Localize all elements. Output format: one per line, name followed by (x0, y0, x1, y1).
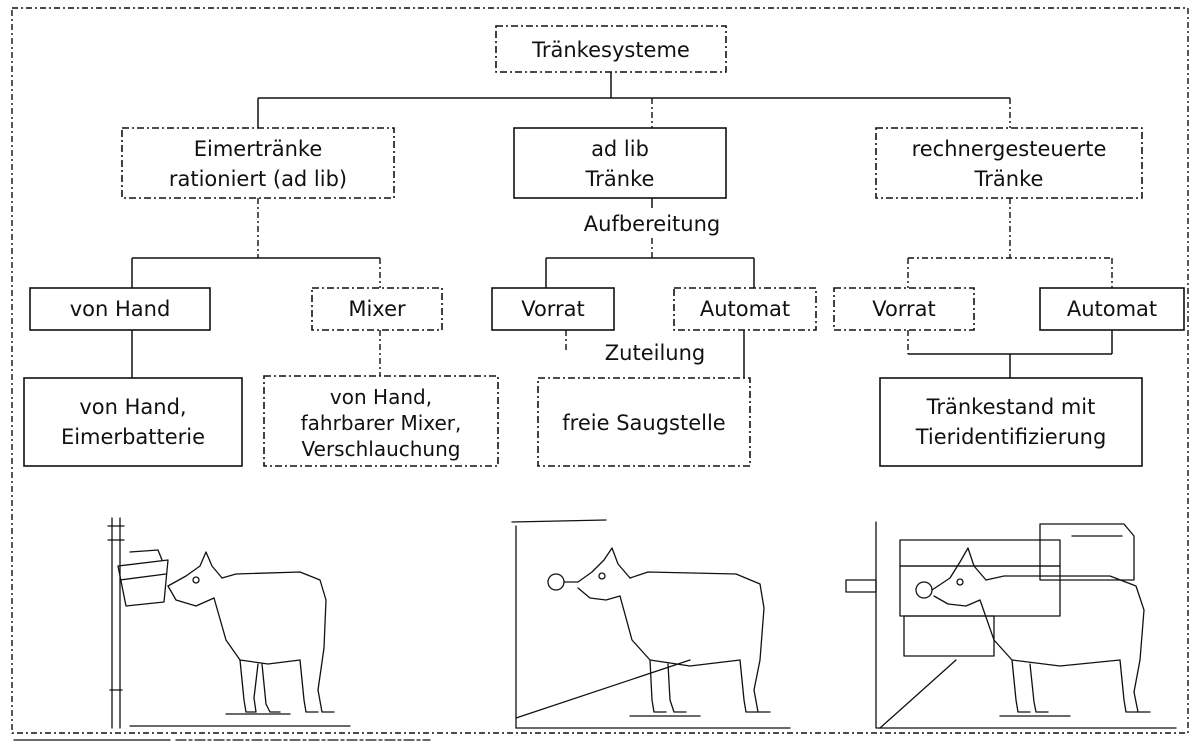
adlib-detail-label: freie Saugstelle (562, 411, 725, 435)
computer-detail-line2: Tieridentifizierung (915, 425, 1107, 449)
adlib-automat-node: Automat (673, 287, 817, 331)
bucket-sub-connectors (131, 330, 381, 378)
adlib-automat-label: Automat (700, 297, 790, 321)
by-hand-node: von Hand (29, 287, 211, 331)
mixer-detail-line1: von Hand, (330, 385, 432, 409)
calf-bucket-illustration (107, 517, 351, 729)
bucket-feeding-node: Eimertränke rationiert (ad lib) (121, 127, 395, 199)
preparation-label: Aufbereitung (584, 212, 720, 236)
mixer-node: Mixer (311, 287, 443, 331)
by-hand-detail-line2: Eimerbatterie (61, 425, 205, 449)
allocation-connectors (565, 330, 745, 378)
by-hand-detail-line1: von Hand, (79, 395, 186, 419)
mixer-detail-line2: fahrbarer Mixer, (301, 411, 462, 435)
calf-teat-illustration (511, 519, 791, 729)
adlib-connectors (545, 198, 755, 288)
computer-title-line1: rechnergesteuerte (912, 137, 1107, 161)
bucket-title-line2: rationiert (ad lib) (169, 167, 347, 191)
allocation-label: Zuteilung (605, 341, 705, 365)
computer-stock-node: Vorrat (833, 287, 975, 331)
computer-detail-node: Tränkestand mit Tieridentifizierung (879, 377, 1143, 467)
adlib-title-line1: ad lib (591, 137, 649, 161)
adlib-stock-label: Vorrat (521, 297, 585, 321)
by-hand-detail-node: von Hand, Eimerbatterie (23, 377, 243, 467)
computer-connectors (907, 198, 1113, 288)
adlib-node: ad lib Tränke (513, 127, 727, 199)
mixer-label: Mixer (348, 297, 406, 321)
adlib-detail-node: freie Saugstelle (537, 377, 751, 467)
calf-stand-illustration (845, 521, 1177, 729)
root-connectors (257, 72, 1011, 128)
bucket-title-line1: Eimertränke (194, 137, 323, 161)
computer-automat-label: Automat (1067, 297, 1157, 321)
computer-stock-label: Vorrat (872, 297, 936, 321)
mixer-detail-line3: Verschlauchung (302, 437, 461, 461)
by-hand-label: von Hand (70, 297, 171, 321)
outer-frame (11, 7, 1189, 734)
root-node: Tränkesysteme (495, 25, 727, 73)
computer-automat-node: Automat (1039, 287, 1185, 331)
computer-merge-connectors (907, 330, 1113, 378)
adlib-title-line2: Tränke (585, 167, 655, 191)
computer-node: rechnergesteuerte Tränke (875, 127, 1143, 199)
bucket-connectors (131, 198, 381, 288)
mixer-detail-node: von Hand, fahrbarer Mixer, Verschlauchun… (263, 375, 499, 467)
computer-title-line2: Tränke (974, 167, 1044, 191)
adlib-stock-node: Vorrat (491, 287, 615, 331)
root-label: Tränkesysteme (531, 38, 690, 62)
computer-detail-line1: Tränkestand mit (926, 395, 1096, 419)
